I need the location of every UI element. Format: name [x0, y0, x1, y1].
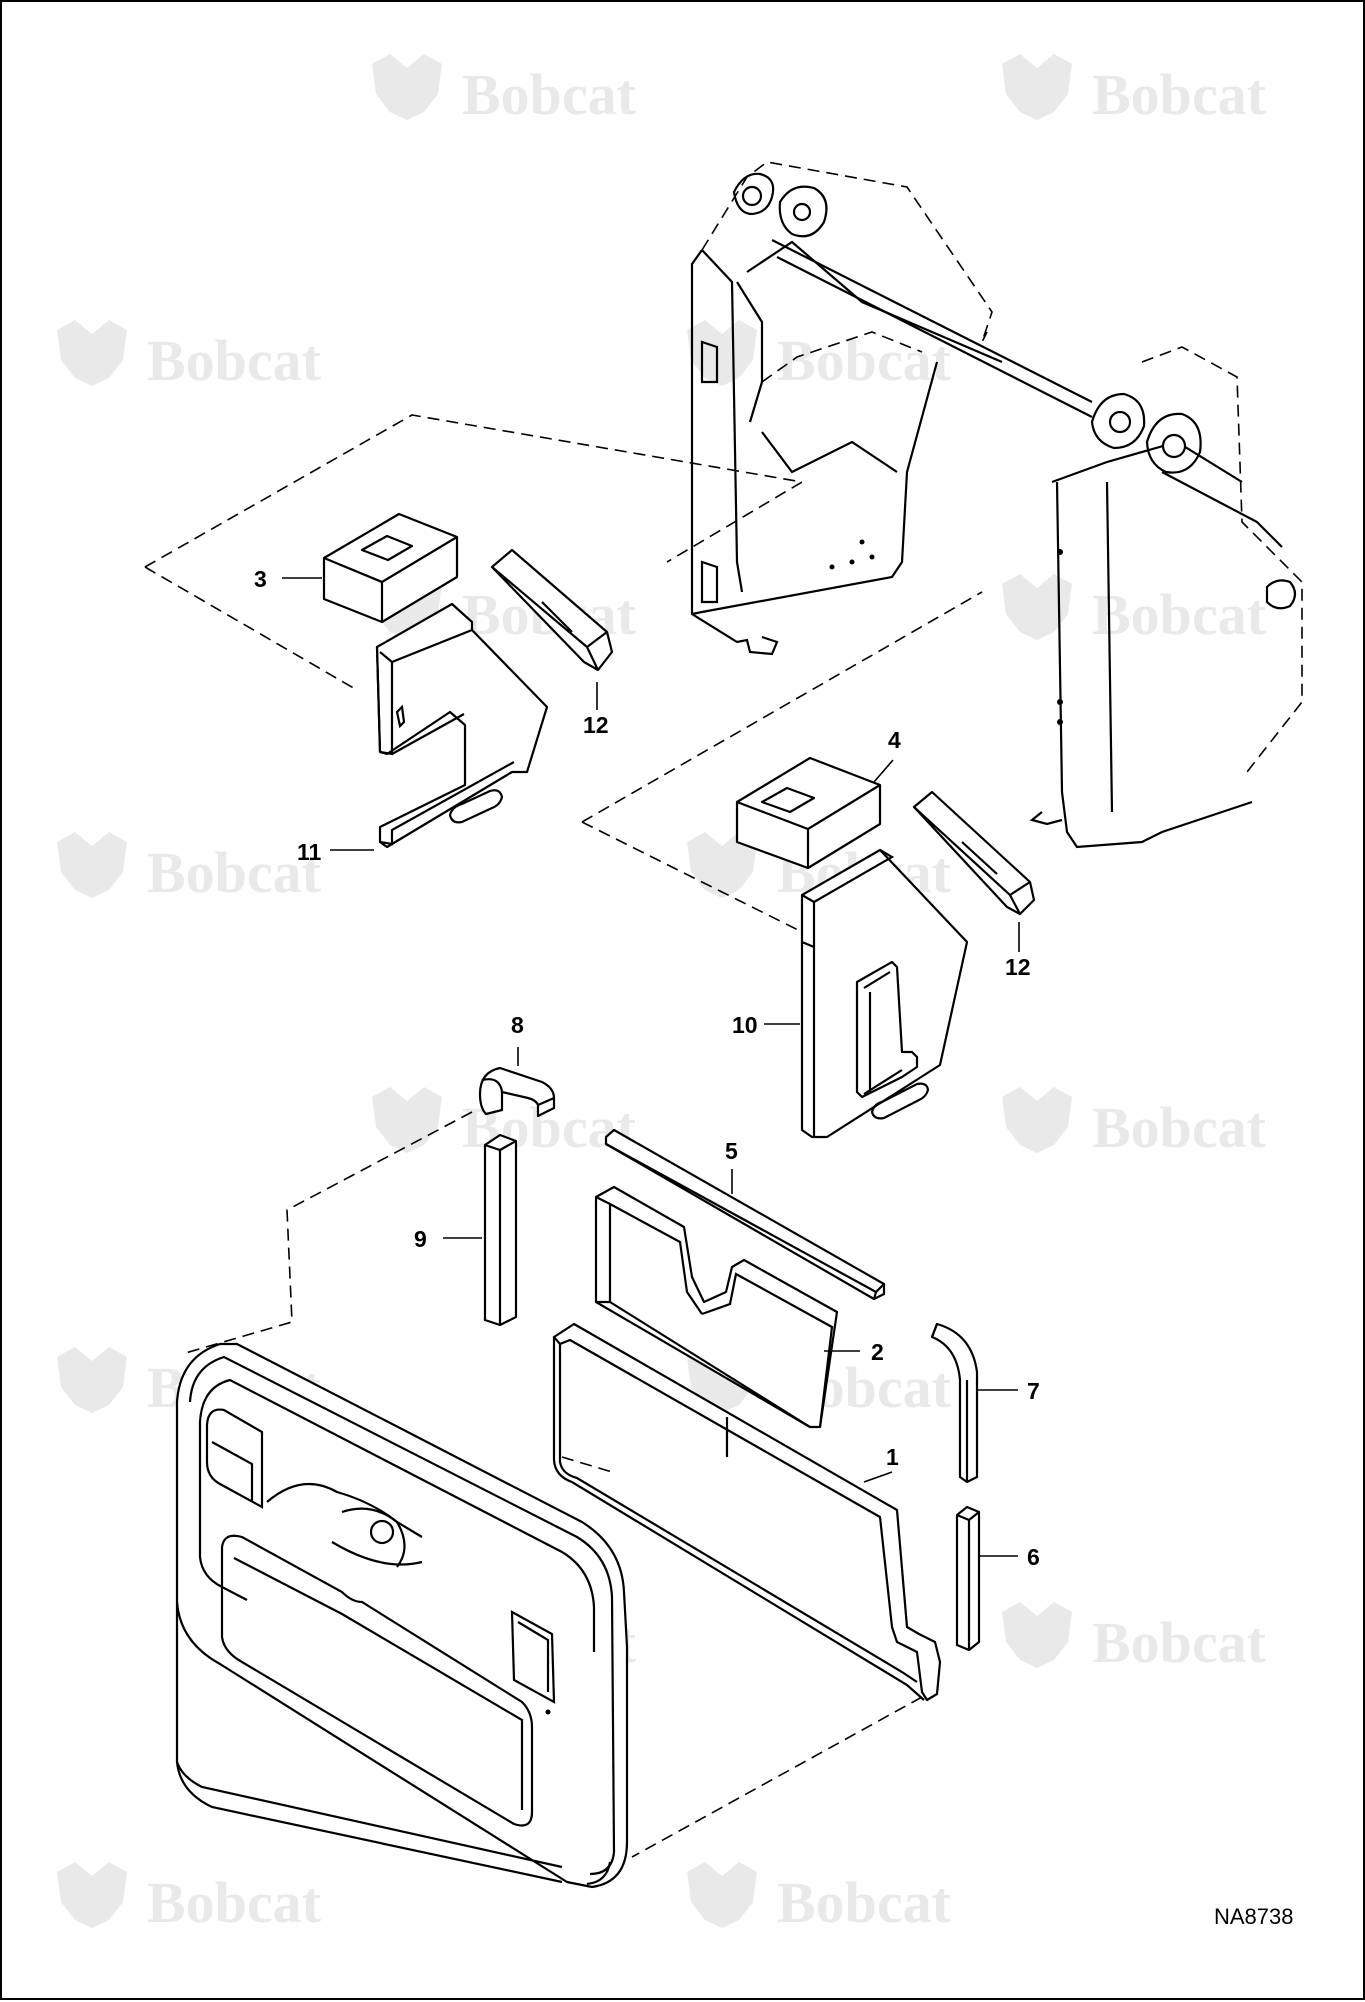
watermark-logo: Bobcat	[57, 320, 322, 393]
watermark-text: Bobcat	[1092, 1610, 1267, 1675]
watermark-logo: Bobcat	[687, 1862, 952, 1935]
leader-1	[863, 1471, 893, 1483]
callouts: 3 12 11 4 12 10 8 9 5 2 1 7 6	[254, 566, 1040, 1570]
part-1-panel	[552, 1322, 942, 1702]
callout-6: 6	[1027, 1544, 1040, 1570]
leader-4	[873, 759, 894, 783]
watermark-text: Bobcat	[462, 62, 637, 127]
part-3-block	[322, 512, 459, 624]
watermark-logo: Bobcat	[687, 320, 952, 393]
watermark-text: Bobcat	[1092, 1095, 1267, 1160]
watermark-text: Bobcat	[777, 1870, 952, 1935]
callout-12-right: 12	[1005, 954, 1031, 980]
callout-11: 11	[297, 839, 322, 865]
watermark-logo: Bobcat	[1002, 1087, 1267, 1160]
watermark-text: Bobcat	[1092, 62, 1267, 127]
watermark-logo: Bobcat	[1002, 54, 1267, 127]
part-4-block	[735, 756, 882, 870]
callout-10: 10	[732, 1012, 758, 1038]
watermark-logo: Bobcat	[1002, 1602, 1267, 1675]
part-12-wedge-left	[490, 548, 614, 672]
callout-4: 4	[888, 727, 901, 753]
part-12-wedge-right	[912, 790, 1036, 916]
watermark-text: Bobcat	[147, 1870, 322, 1935]
callout-7: 7	[1027, 1378, 1040, 1404]
watermark-text: Bobcat	[147, 328, 322, 393]
watermark-text: Bobcat	[1092, 582, 1267, 647]
lift-arm-frame	[690, 161, 1303, 849]
callout-2: 2	[871, 1339, 884, 1365]
watermark-logo: Bobcat	[57, 832, 322, 905]
watermark-text: Bobcat	[777, 328, 952, 393]
part-5-strip	[604, 1128, 886, 1301]
callout-3: 3	[254, 566, 267, 592]
part-6-bar	[955, 1505, 981, 1652]
callout-9: 9	[414, 1226, 427, 1252]
watermark-logo: Bobcat	[57, 1862, 322, 1935]
watermark-logo: Bobcat	[1002, 574, 1267, 647]
assembly-guides	[144, 414, 983, 1858]
part-9-bar	[483, 1133, 518, 1327]
callout-5: 5	[725, 1138, 738, 1164]
part-8-cap	[478, 1066, 556, 1118]
part-7-curved-strip	[930, 1322, 979, 1484]
callout-1: 1	[886, 1444, 899, 1470]
watermark-logo: Bobcat	[372, 54, 637, 127]
callout-8: 8	[511, 1012, 524, 1038]
callout-12-left: 12	[583, 712, 609, 738]
part-10-spacer-plate	[800, 848, 969, 1139]
part-11-spacer-plate	[375, 602, 549, 849]
watermark-text: Bobcat	[147, 840, 322, 905]
rear-door-panel	[175, 1342, 629, 1889]
part-2-panel	[594, 1185, 839, 1429]
leader-lines	[282, 577, 1020, 1557]
figure-id: NA8738	[1214, 1904, 1294, 1929]
